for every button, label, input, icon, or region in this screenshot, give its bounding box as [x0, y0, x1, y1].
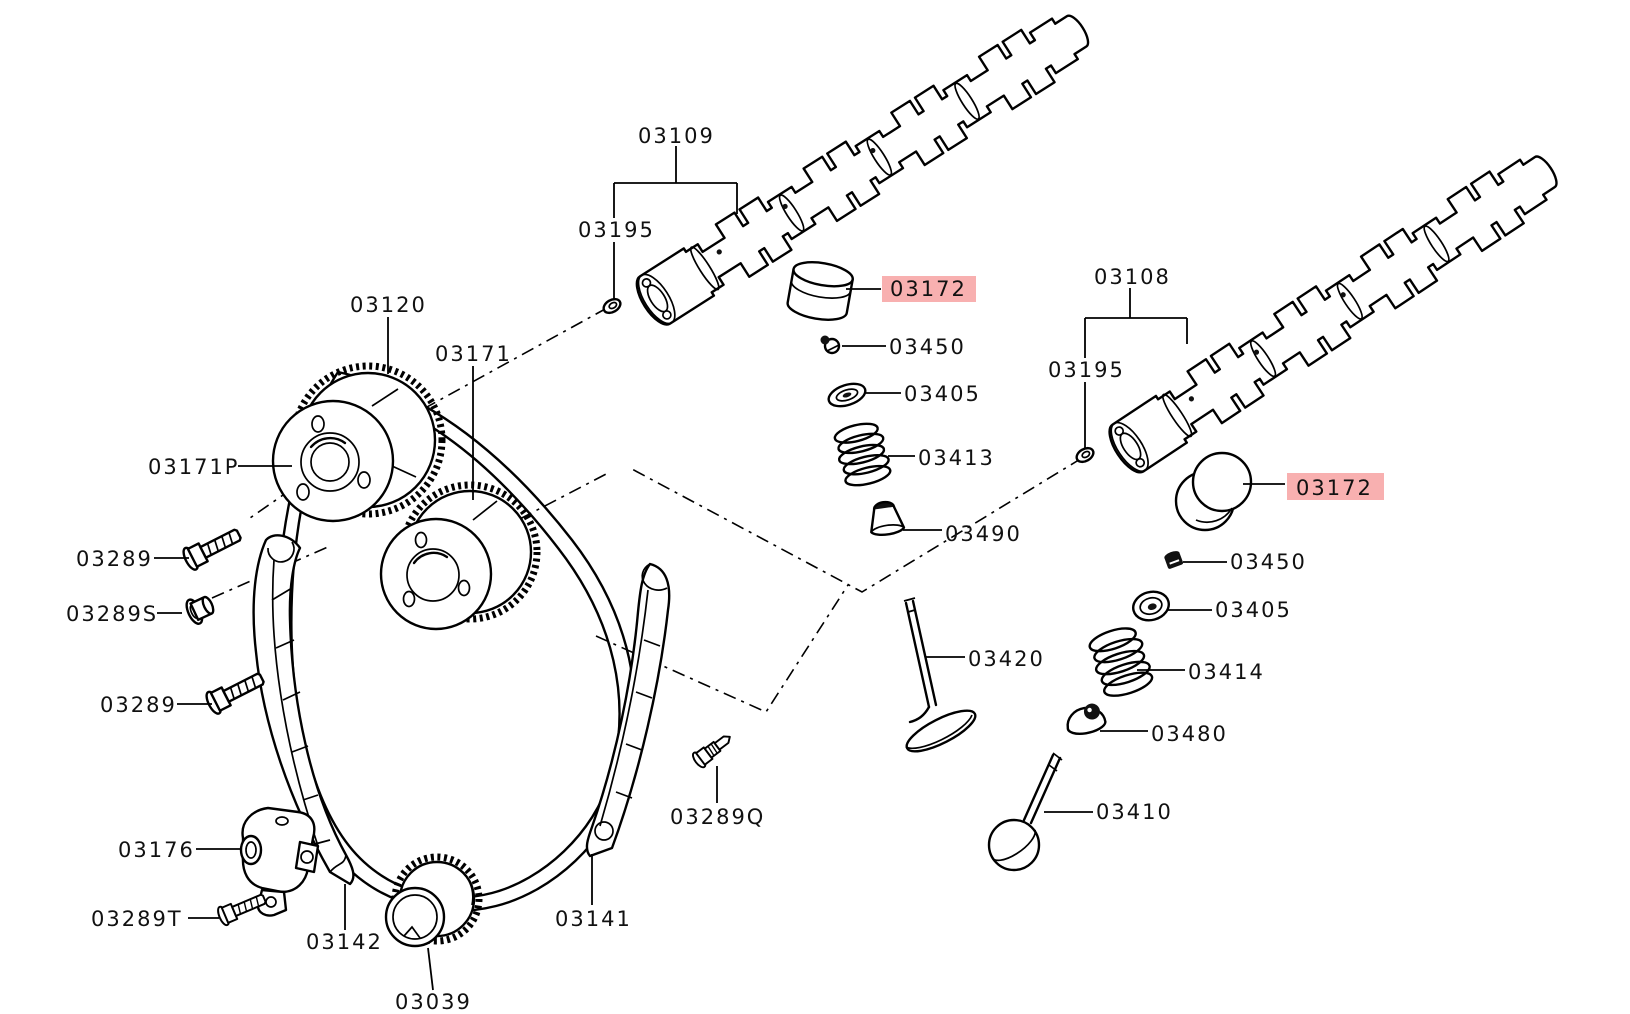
spring-seat-right — [1066, 703, 1107, 735]
label-03176: 03176 — [118, 838, 195, 862]
label-03039: 03039 — [395, 990, 472, 1014]
label-03405-right: 03405 — [1215, 598, 1292, 622]
valve-tappet-left — [786, 261, 854, 321]
camshaft-exhaust — [627, 0, 1101, 334]
label-03195-right: 03195 — [1048, 358, 1125, 382]
label-03289Q: 03289Q — [670, 805, 765, 829]
crank-sprocket — [384, 853, 483, 948]
camshaft-clip-right — [1075, 446, 1095, 464]
label-03490: 03490 — [945, 522, 1022, 546]
part-labels: 03109 03195 03120 03171 03171P 03289 032… — [66, 124, 1373, 1014]
label-03413: 03413 — [918, 446, 995, 470]
camshaft-intake — [1099, 141, 1570, 482]
highlight-03172-left — [882, 276, 976, 302]
bolt-03289-lower — [202, 666, 269, 717]
label-03480: 03480 — [1151, 722, 1228, 746]
label-03420: 03420 — [968, 647, 1045, 671]
label-03142: 03142 — [306, 930, 383, 954]
label-03171: 03171 — [435, 342, 512, 366]
valve-spring-intake — [833, 422, 892, 487]
bolt-03289Q — [692, 735, 731, 769]
chain-guide-right — [585, 562, 671, 858]
label-03120: 03120 — [350, 293, 427, 317]
spring-retainer-left — [827, 382, 867, 408]
valve-stem-seal-left — [870, 500, 906, 537]
label-03289T: 03289T — [91, 907, 183, 931]
intake-valve — [903, 597, 977, 753]
label-03172-right: 03172 — [1296, 476, 1373, 500]
label-03141: 03141 — [555, 907, 632, 931]
label-03289-lower: 03289 — [100, 693, 177, 717]
camshaft-clip-left — [602, 297, 622, 315]
label-03450-right: 03450 — [1230, 550, 1307, 574]
label-03195-left: 03195 — [578, 218, 655, 242]
valve-keeper-left — [820, 335, 841, 355]
label-03108: 03108 — [1094, 265, 1171, 289]
chain-guide-left — [252, 534, 355, 886]
valve-spring-exhaust — [1088, 627, 1154, 697]
label-03405-left: 03405 — [904, 382, 981, 406]
valve-tappet-right — [1174, 451, 1253, 532]
exhaust-valve — [987, 752, 1063, 872]
leader-lines — [154, 146, 1285, 991]
label-03289-upper: 03289 — [76, 547, 153, 571]
label-03172-left: 03172 — [890, 277, 967, 301]
cam-sprocket — [379, 481, 541, 631]
label-03289S: 03289S — [66, 602, 158, 626]
cam-sprocket-vvt — [271, 362, 446, 523]
label-03450-left: 03450 — [889, 335, 966, 359]
valve-keeper-right — [1164, 551, 1184, 569]
label-03171P: 03171P — [148, 455, 239, 479]
label-03410: 03410 — [1096, 800, 1173, 824]
highlight-03172-right — [1287, 473, 1384, 500]
bolt-03289S — [185, 595, 215, 625]
spring-retainer-right — [1132, 590, 1170, 622]
bolt-03289-upper — [179, 522, 246, 573]
chain-tensioner — [239, 806, 320, 917]
label-03109: 03109 — [638, 124, 715, 148]
label-03414: 03414 — [1188, 660, 1265, 684]
